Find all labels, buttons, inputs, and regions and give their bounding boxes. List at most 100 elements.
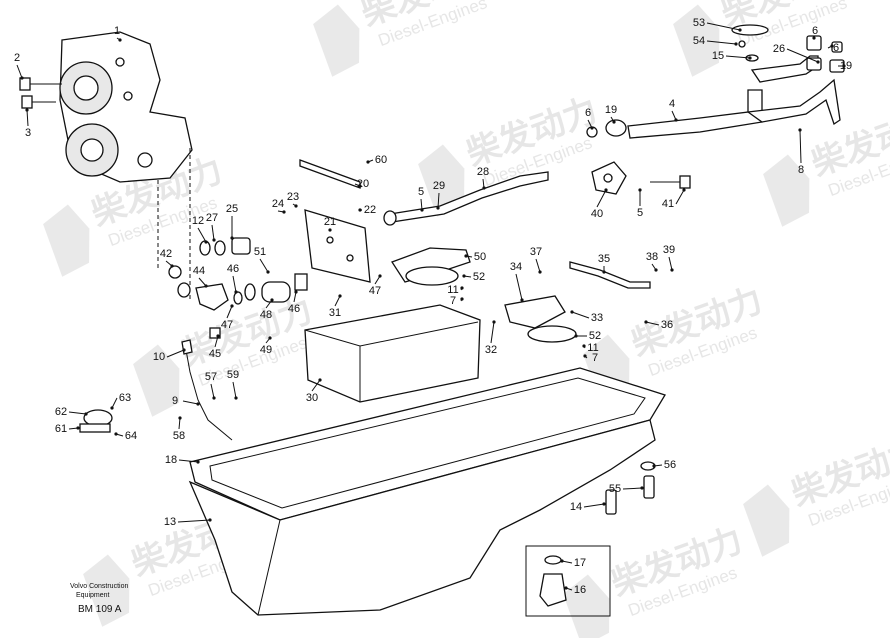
leader-34 [515,273,523,301]
leader-37 [535,258,541,273]
leader-dot-26 [816,60,820,64]
leader-46 [293,291,297,303]
oil-pump [59,31,193,183]
leader-dot-48 [270,298,274,302]
callout-47: 47 [221,319,233,331]
leader-dot-19 [612,120,616,124]
leader-dot-64 [114,432,118,436]
plugs [605,461,656,515]
watermark-logo [563,574,610,638]
callout-52: 52 [589,330,601,342]
leader-dot-44 [204,284,208,288]
leader-dot-7 [460,297,464,301]
callout-50: 50 [474,251,486,263]
leader-26 [786,48,819,63]
callout-47: 47 [369,285,381,297]
callout-32: 32 [485,344,497,356]
callout-labels: 1234556667789101111121314151617181919202… [14,17,852,596]
leader-dot-5 [420,208,424,212]
callout-30: 30 [306,392,318,404]
leader-dot-52 [462,274,466,278]
drain-inset [525,545,611,617]
bracket-35 [569,261,651,289]
leader-dot-18 [196,460,200,464]
leader-dot-55 [640,486,644,490]
leader-dot-28 [482,186,486,190]
leader-58 [178,417,181,430]
leader-dot-30 [318,378,322,382]
leader-51 [259,258,269,273]
callout-57: 57 [205,371,217,383]
leader-dot-60 [366,160,370,164]
leader-dot-6 [812,36,816,40]
leader-dot-10 [182,348,186,352]
callout-12: 12 [192,215,204,227]
callout-3: 3 [25,127,31,139]
oil-baffle [304,304,481,403]
callout-10: 10 [153,351,165,363]
leader-dot-7 [583,354,587,358]
callout-58: 58 [173,430,185,442]
leader-dot-4 [674,118,678,122]
leader-31 [334,295,341,307]
leader-dot-11 [460,286,464,290]
callout-42: 42 [160,248,172,260]
leader-dot-36 [644,320,648,324]
seal-rings [168,237,308,339]
leader-55 [622,487,643,490]
leader-dot-8 [798,128,802,132]
leader-dot-37 [538,270,542,274]
leader-9 [182,400,199,405]
leader-dot-25 [230,236,234,240]
callout-11: 11 [587,342,598,354]
leader-dot-49 [268,336,272,340]
callout-52: 52 [473,271,485,283]
leader-36 [645,321,660,326]
callout-55: 55 [609,483,621,495]
leader-8 [799,129,802,164]
watermark-logo [83,554,130,627]
leader-dot-40 [604,188,608,192]
leader-dot-20 [358,184,362,188]
callout-63: 63 [119,392,131,404]
callout-11: 11 [447,284,458,296]
leader-dot-31 [338,294,342,298]
leader-54 [706,40,737,45]
bolt-3 [21,95,56,109]
leader-dot-42 [170,264,174,268]
leader-47 [226,305,233,319]
leader-27 [211,224,215,241]
leader-dot-21 [328,228,332,232]
leader-40 [596,189,607,208]
callout-24: 24 [272,198,284,210]
leader-dot-5 [638,188,642,192]
leader-dot-12 [204,240,208,244]
callout-8: 8 [798,164,804,176]
leader-4 [671,110,677,121]
callout-6: 6 [812,25,818,37]
leader-29 [437,192,440,209]
callout-45: 45 [209,348,221,360]
leader-dot-27 [212,238,216,242]
callout-5: 5 [418,186,424,198]
leader-dot-22 [358,208,362,212]
callout-51: 51 [254,246,266,258]
callout-34: 34 [510,261,522,273]
callout-2: 2 [14,52,20,64]
callout-38: 38 [646,251,658,263]
leader-dot-53 [738,28,742,32]
leader-dot-33 [570,310,574,314]
callout-48: 48 [260,309,272,321]
leader-dot-35 [602,270,606,274]
leader-dot-3 [25,108,29,112]
leader-dot-14 [602,502,606,506]
leader-dot-1 [118,38,122,42]
leader-44 [198,277,207,287]
leader-dot-9 [196,402,200,406]
leader-dot-61 [76,426,80,430]
leader-13 [177,519,211,523]
leader-dot-34 [520,298,524,302]
pipe-4 [586,55,841,139]
